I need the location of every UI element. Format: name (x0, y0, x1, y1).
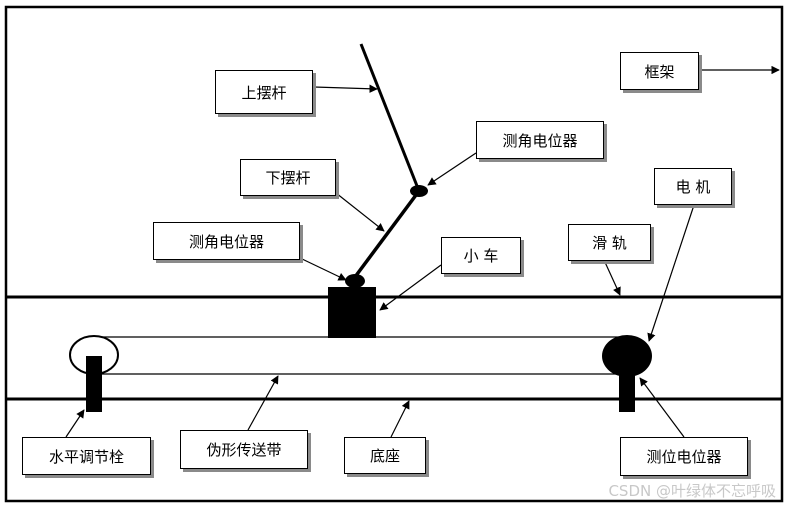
arrow-upper-rod (313, 84, 378, 93)
label-position-pot: 测位电位器 (620, 437, 748, 476)
upper-rod (359, 43, 421, 192)
arrow-angle-pot-left (299, 257, 347, 281)
label-leveling-bolt: 水平调节栓 (22, 437, 151, 475)
frame-border (4, 5, 784, 503)
label-angle-pot-top: 测角电位器 (476, 121, 604, 159)
arrow-belt (247, 375, 279, 431)
arrow-rail (603, 259, 621, 296)
arrow-angle-pot-top (427, 152, 477, 186)
arrow-position-pot (639, 377, 685, 438)
label-angle-pot-left: 测角电位器 (153, 222, 300, 260)
arrow-leveling-bolt (65, 409, 85, 438)
motor-pulley (602, 335, 652, 377)
label-motor: 电 机 (654, 168, 732, 205)
lower-rod (350, 189, 421, 283)
label-frame: 框架 (620, 52, 699, 90)
arrow-base (390, 400, 410, 438)
cart-pivot (345, 274, 365, 288)
arrow-lower-rod (335, 192, 385, 232)
label-cart: 小 车 (441, 237, 521, 274)
label-base: 底座 (344, 437, 426, 474)
arrow-motor (647, 204, 695, 342)
middle-pivot (410, 185, 428, 197)
arrow-cart (379, 264, 442, 311)
watermark: CSDN @叶绿体不忘呼吸 (608, 482, 776, 500)
label-upper-rod: 上摆杆 (215, 70, 313, 114)
leveling-bolt-post (86, 356, 102, 412)
label-lower-rod: 下摆杆 (240, 159, 336, 196)
label-belt: 伪形传送带 (180, 430, 308, 469)
label-rail: 滑 轨 (568, 224, 651, 261)
cart-block (328, 287, 376, 338)
